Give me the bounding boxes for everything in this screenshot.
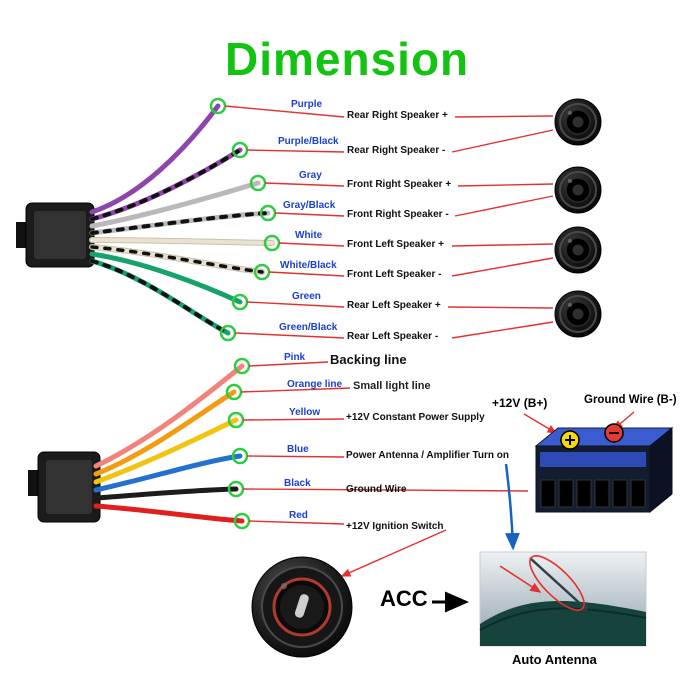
- speaker-link-lines: [447, 115, 554, 339]
- power-wire-bundle: [93, 363, 245, 524]
- wire-green-black-stripe: [90, 259, 230, 335]
- wire-color-label-green: Green: [292, 291, 321, 302]
- wire-function-label: Front Left Speaker +: [347, 239, 444, 250]
- wire-blue: [93, 453, 243, 493]
- wire-color-label-green-black: Green/Black: [279, 322, 338, 333]
- ignition-switch-icon: [251, 556, 353, 658]
- wire-function-label: Front Right Speaker +: [347, 179, 452, 190]
- wire-function-label: +12V Constant Power Supply: [346, 412, 485, 423]
- wire-color-label-red: Red: [289, 510, 308, 521]
- page-title: Dimension: [225, 33, 470, 85]
- wire-gray: [89, 180, 261, 229]
- speaker-icon-rear-left: [554, 290, 602, 338]
- wire-color-label-purple-black: Purple/Black: [278, 136, 339, 147]
- harness-connector-top-icon: [16, 202, 95, 268]
- wire-function-label: +12V Ignition Switch: [346, 521, 444, 532]
- wire-function-label: Front Left Speaker -: [347, 269, 442, 280]
- wire-function-label: Rear Left Speaker -: [347, 331, 439, 342]
- wire-function-label: Front Right Speaker -: [347, 209, 449, 220]
- antenna-pointer-arrow: [504, 463, 520, 551]
- wire-function-label: Rear Left Speaker +: [347, 300, 441, 311]
- wire-color-label-white-black: White/Black: [280, 260, 337, 271]
- speaker-icon-rear-right: [554, 98, 602, 146]
- wire-orange: [93, 389, 237, 477]
- wire-color-label-orange: Orange line: [287, 379, 343, 390]
- wire-gray-black-stripe: [90, 211, 270, 235]
- wire-black: [93, 486, 239, 501]
- battery-negative-terminal-icon: [604, 423, 624, 443]
- wire-function-label: Small light line: [353, 380, 431, 392]
- wire-color-label-purple: Purple: [291, 99, 323, 110]
- wire-green: [89, 251, 243, 305]
- wire-function-label: Rear Right Speaker +: [347, 110, 448, 121]
- wire-color-label-yellow: Yellow: [289, 407, 321, 418]
- wire-function-label: Backing line: [330, 352, 407, 367]
- wire-function-label: Rear Right Speaker -: [347, 145, 446, 156]
- wire-purple-black-stripe: [90, 148, 242, 221]
- leader-lines-bottom: [240, 361, 635, 577]
- harness-connector-bottom-icon: [28, 451, 101, 523]
- wire-color-label-blue: Blue: [287, 444, 309, 455]
- antenna-highlight-outline: [529, 555, 585, 611]
- wire-purple: [89, 103, 221, 215]
- battery-positive-terminal-icon: [560, 430, 580, 450]
- wire-white-black-stripe: [90, 245, 264, 274]
- wire-color-label-gray: Gray: [299, 170, 322, 181]
- wire-color-label-black: Black: [284, 478, 311, 489]
- wire-color-label-gray-black: Gray/Black: [283, 200, 336, 211]
- battery-negative-label: Ground Wire (B-): [584, 394, 677, 406]
- auto-antenna-label: Auto Antenna: [512, 652, 597, 667]
- speaker-icon-front-left: [554, 226, 602, 274]
- car-battery-icon: [534, 423, 674, 514]
- wire-pink: [93, 363, 245, 469]
- wire-red: [93, 503, 245, 524]
- connection-rings-bottom: [225, 357, 251, 530]
- wire-yellow: [93, 417, 239, 485]
- wire-function-label: Power Antenna / Amplifier Turn on: [346, 450, 509, 461]
- wire-function-label: Ground Wire: [346, 484, 407, 495]
- acc-label: ACC: [380, 586, 428, 611]
- wire-color-label-pink: Pink: [284, 352, 306, 363]
- speaker-icon-front-right: [554, 166, 602, 214]
- wire-white: [90, 238, 274, 245]
- battery-positive-label: +12V (B+): [492, 396, 548, 410]
- speaker-wire-bundle: [89, 103, 275, 336]
- auto-antenna-photo: [479, 551, 647, 647]
- wire-color-label-white: White: [295, 230, 323, 241]
- leader-lines-top: [224, 105, 345, 339]
